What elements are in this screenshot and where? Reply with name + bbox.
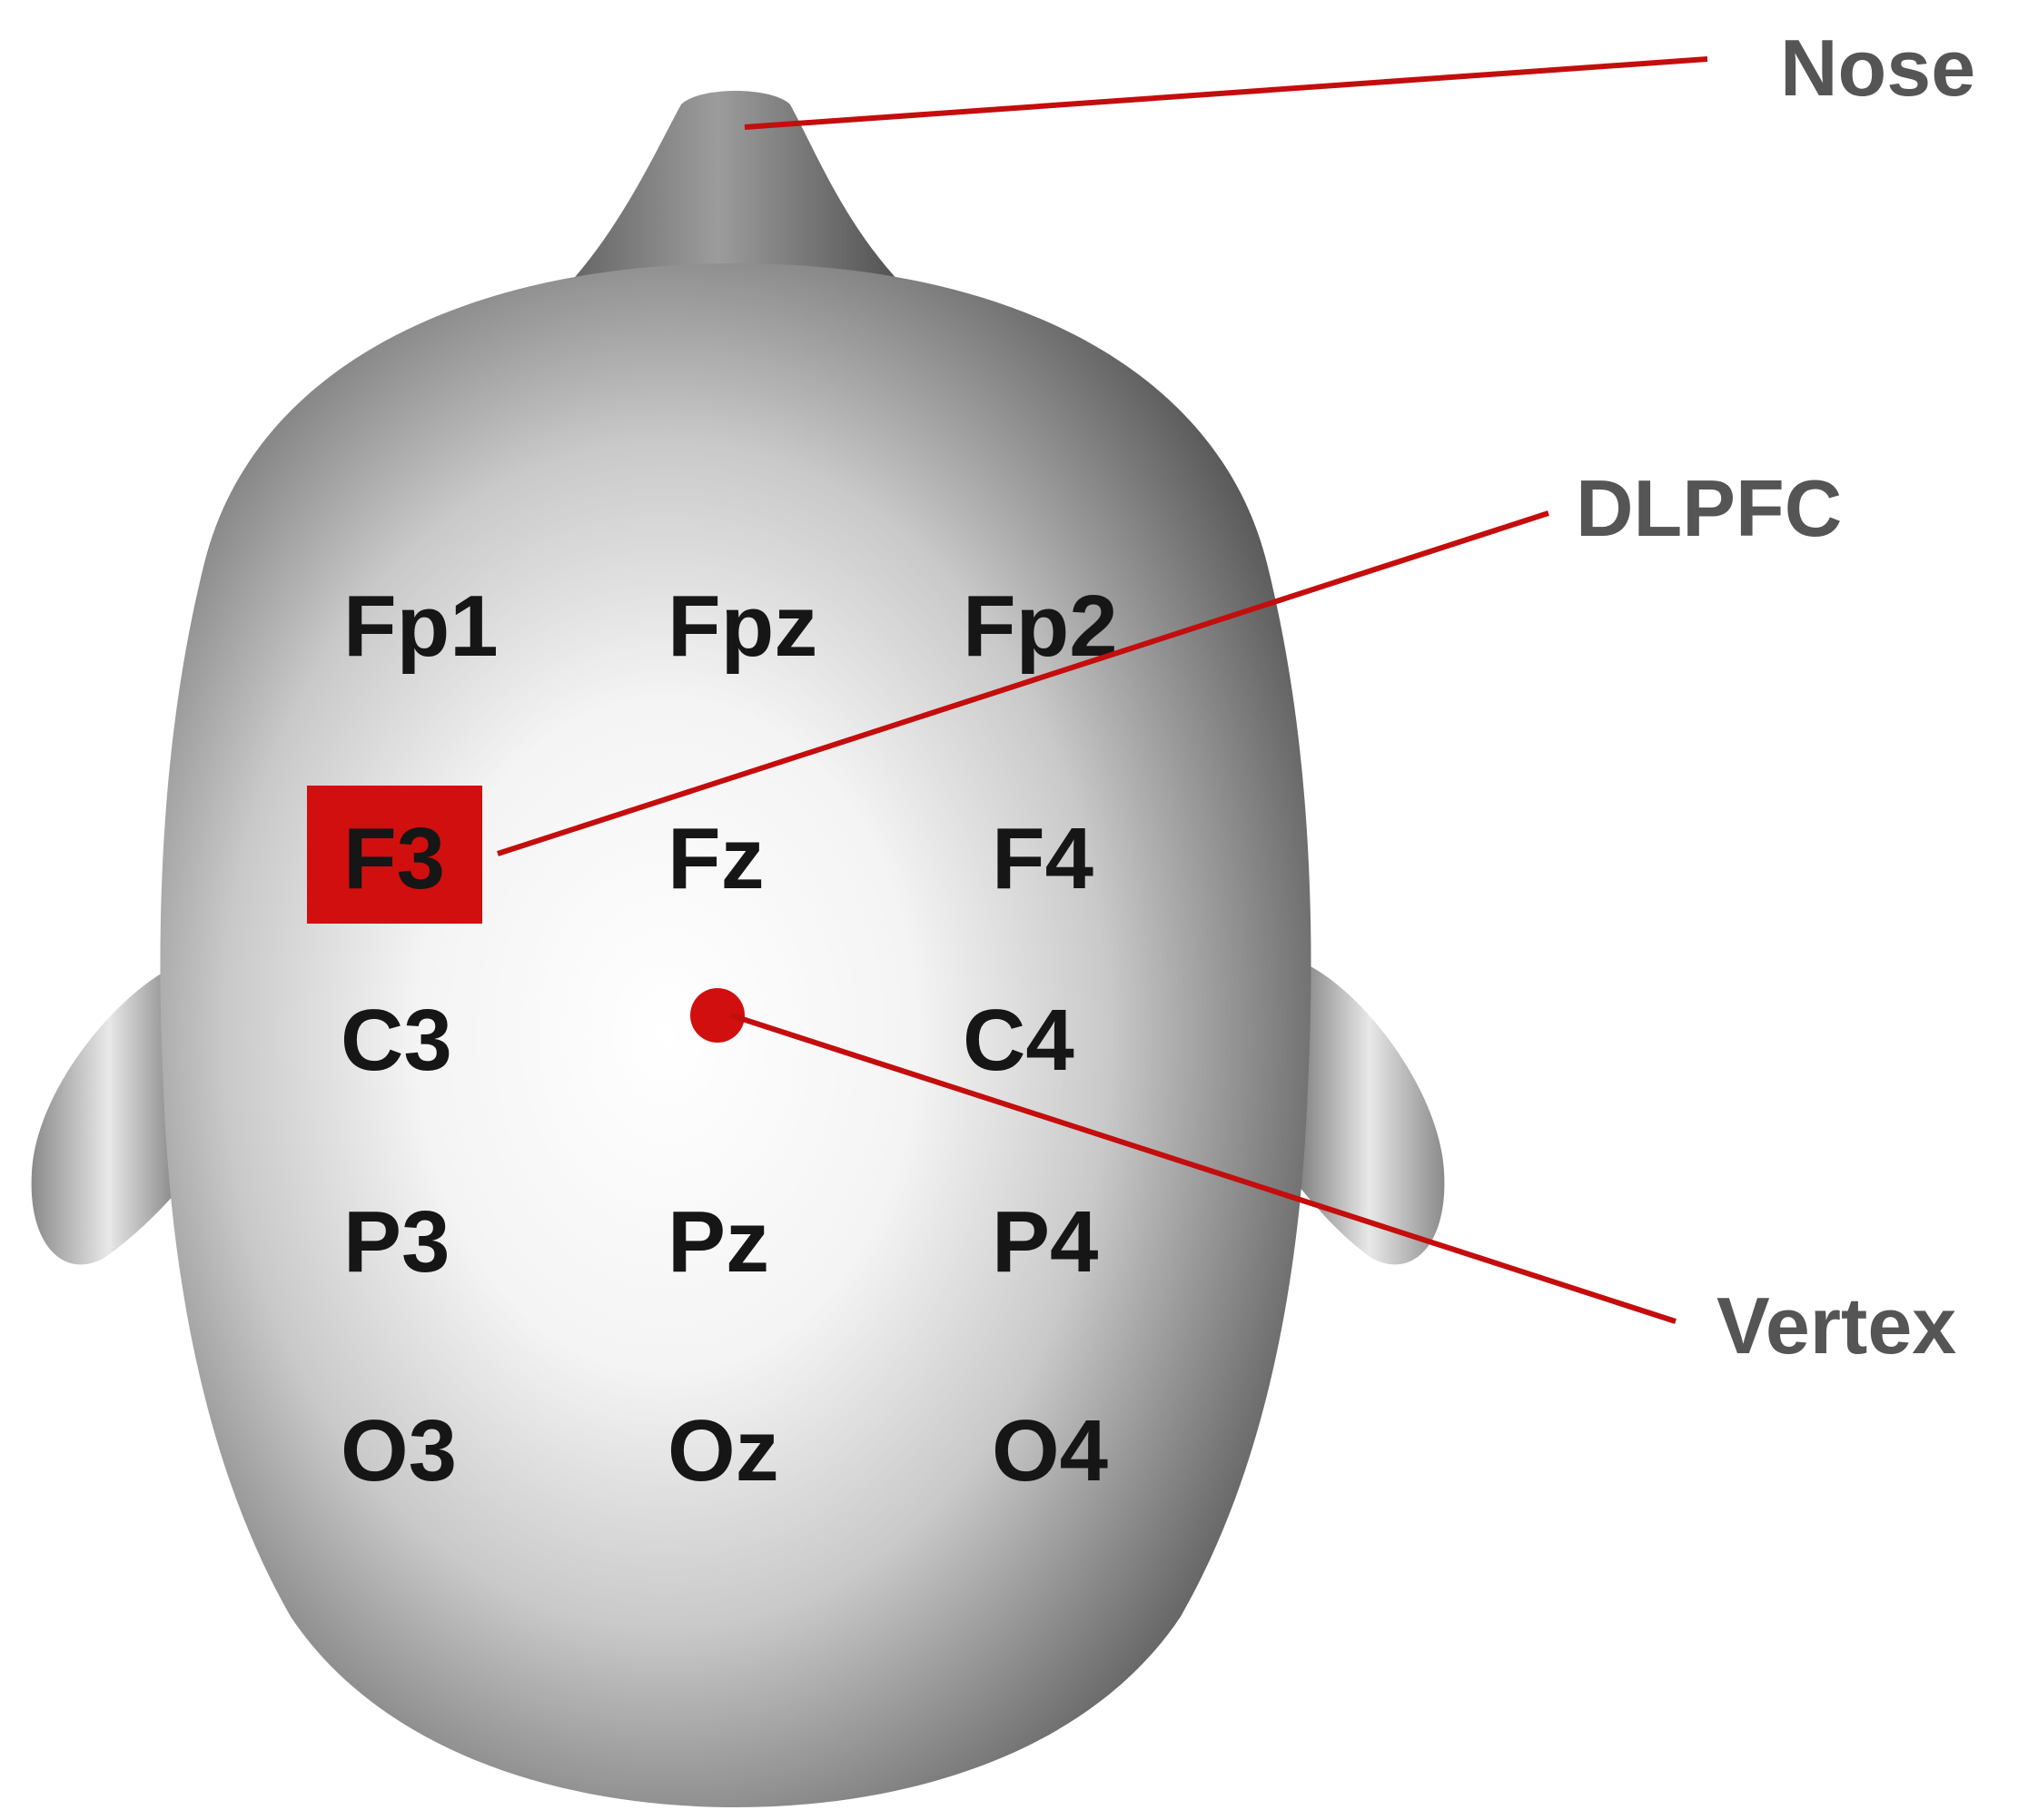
f3-highlight-box xyxy=(307,786,482,924)
callout-dlpfc: DLPFC xyxy=(1576,463,1842,553)
electrode-fpz: Fpz xyxy=(668,578,817,675)
vertex-leader-line xyxy=(730,1013,1677,1324)
electrode-fz: Fz xyxy=(668,810,765,907)
electrode-o4: O4 xyxy=(992,1402,1108,1499)
electrode-c3: C3 xyxy=(341,992,452,1089)
left-ear xyxy=(31,963,187,1265)
vertex-marker xyxy=(690,988,745,1043)
electrode-c4: C4 xyxy=(963,992,1074,1089)
right-ear xyxy=(1294,963,1445,1265)
electrode-oz: Oz xyxy=(668,1402,779,1499)
electrode-o3: O3 xyxy=(341,1402,457,1499)
electrode-p4: P4 xyxy=(992,1193,1098,1291)
nose-shape xyxy=(554,91,917,300)
electrode-fp1: Fp1 xyxy=(343,578,499,675)
electrode-f3: F3 xyxy=(343,810,445,907)
callout-vertex: Vertex xyxy=(1716,1281,1956,1370)
dlpfc-leader-line xyxy=(497,510,1549,856)
electrode-f4: F4 xyxy=(992,810,1093,907)
electrode-p3: P3 xyxy=(343,1193,450,1291)
callout-nose: Nose xyxy=(1780,23,1975,113)
nose-leader-line xyxy=(744,56,1708,130)
electrode-pz: Pz xyxy=(668,1193,769,1291)
